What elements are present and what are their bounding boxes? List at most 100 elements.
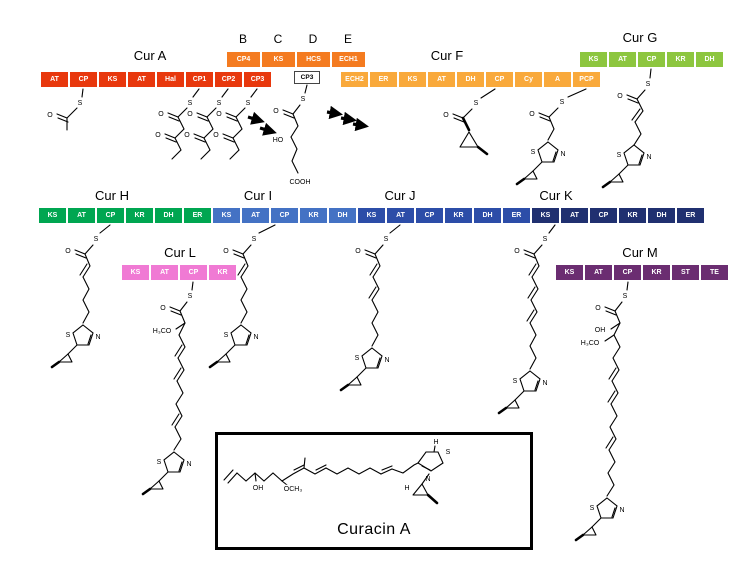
atom-label-h3co: H₃CO xyxy=(581,340,600,347)
domain-box: ECH2 xyxy=(340,71,369,88)
domain-box: ST xyxy=(671,264,700,281)
domain-box: CP1 xyxy=(185,71,214,88)
curacin-a-caption: Curacin A xyxy=(337,521,411,538)
domain-box: DH xyxy=(647,207,676,224)
atom-label-o: O xyxy=(184,132,190,139)
domain-box: DH xyxy=(328,207,357,224)
atom-label-o: O xyxy=(273,108,279,115)
domain-box: ECH1 xyxy=(331,51,366,68)
domain-box: HCS xyxy=(296,51,331,68)
structure-cur-m-intermediate: S O OH H₃CO xyxy=(574,281,629,542)
atom-label-o: O xyxy=(187,111,193,118)
atom-label-s: S xyxy=(384,236,389,243)
atom-label-s: S xyxy=(301,96,306,103)
module-label-cur-j: Cur J xyxy=(384,188,416,203)
module-label-cur-l: Cur L xyxy=(164,245,196,260)
atom-label-s: S xyxy=(78,100,83,107)
structure-cur-h-intermediate: S O xyxy=(50,224,111,369)
atom-label-s: S xyxy=(188,100,193,107)
atom-label-ho: HO xyxy=(273,137,284,144)
domain-box: CP xyxy=(637,51,666,68)
structure-ketide-cp1: S O O xyxy=(154,88,200,160)
structure-ketide-cp3: S O O xyxy=(212,88,258,160)
structure-cur-i-intermediate: S O xyxy=(208,224,276,369)
module-label-cur-i: Cur I xyxy=(243,188,273,203)
domain-box: KS xyxy=(98,71,127,88)
domain-box: ER xyxy=(369,71,398,88)
domain-box: CP3 xyxy=(243,71,272,88)
domain-box: KR xyxy=(618,207,647,224)
structure-hmg-intermediate: S O HO COOH xyxy=(272,84,312,187)
atom-label-o: O xyxy=(47,112,53,119)
domain-box: CP xyxy=(270,207,299,224)
domain-box: AT xyxy=(560,207,589,224)
module-cur-a: AT CP KS AT Hal CP1 CP2 CP3 xyxy=(40,71,272,88)
protein-letter-c: C xyxy=(273,32,283,46)
curacin-a-product-box xyxy=(215,432,533,550)
domain-box: AT xyxy=(241,207,270,224)
module-cur-m: KS AT CP KR ST TE xyxy=(555,264,729,281)
domain-box: DH xyxy=(456,71,485,88)
domain-box: CP xyxy=(415,207,444,224)
domain-box: CP xyxy=(485,71,514,88)
structure-cur-j-intermediate: S O xyxy=(339,224,401,392)
domain-box: AT xyxy=(150,264,179,281)
domain-box: AT xyxy=(386,207,415,224)
atom-label-s: S xyxy=(252,236,257,243)
atom-label-s: S xyxy=(246,100,251,107)
structure-cur-g-intermediate: S O xyxy=(601,68,653,189)
domain-box: DH xyxy=(154,207,183,224)
module-label-cur-g: Cur G xyxy=(622,30,658,45)
domain-box: KS xyxy=(531,207,560,224)
atom-label-o: O xyxy=(355,248,361,255)
protein-letter-b: B xyxy=(238,32,248,46)
atom-label-o: O xyxy=(155,132,161,139)
protein-letter-e: E xyxy=(343,32,353,46)
module-bcde: CP4 KS HCS ECH1 xyxy=(226,51,366,68)
module-label-cur-m: Cur M xyxy=(622,245,658,260)
domain-box: CP2 xyxy=(214,71,243,88)
structure-cur-k-intermediate: S O xyxy=(497,224,556,415)
atom-label-s: S xyxy=(560,99,565,106)
module-row-h-i-j-k: KS AT CP KR DH ER KS AT CP KR DH KS AT C… xyxy=(38,207,705,224)
domain-box: CP xyxy=(69,71,98,88)
module-cur-g: KS AT CP KR DH xyxy=(579,51,724,68)
domain-box: ER xyxy=(183,207,212,224)
atom-label-o: O xyxy=(514,248,520,255)
domain-box: AT xyxy=(608,51,637,68)
domain-box: PCP xyxy=(572,71,601,88)
structure-acetyl: S O xyxy=(46,88,84,131)
atom-label-s: S xyxy=(646,81,651,88)
protein-letter-d: D xyxy=(308,32,318,46)
structure-pcp-thiazoline: S O xyxy=(515,88,587,186)
atom-label-s: S xyxy=(623,293,628,300)
domain-box: KR xyxy=(642,264,671,281)
domain-box: KR xyxy=(125,207,154,224)
atom-label-oh: OH xyxy=(595,327,606,334)
atom-label-o: O xyxy=(223,248,229,255)
domain-box: KS xyxy=(121,264,150,281)
domain-box: AT xyxy=(427,71,456,88)
domain-box: KS xyxy=(579,51,608,68)
domain-box: KR xyxy=(444,207,473,224)
domain-box: ER xyxy=(502,207,531,224)
atom-label-o: O xyxy=(595,305,601,312)
module-label-cur-f: Cur F xyxy=(430,48,464,63)
structure-ketide-cp2: S O O xyxy=(183,88,229,160)
domain-box: KS xyxy=(555,264,584,281)
atom-label-s: S xyxy=(94,236,99,243)
domain-box: CP4 xyxy=(226,51,261,68)
atom-label-o: O xyxy=(216,111,222,118)
atom-label-o: O xyxy=(213,132,219,139)
domain-box: KS xyxy=(398,71,427,88)
domain-box: AT xyxy=(584,264,613,281)
atom-label-s: S xyxy=(217,100,222,107)
atom-label-o: O xyxy=(158,111,164,118)
domain-box: KS xyxy=(212,207,241,224)
module-label-cur-k: Cur K xyxy=(539,188,573,203)
domain-box: CP xyxy=(179,264,208,281)
domain-box: Cy xyxy=(514,71,543,88)
atom-label-cooh: COOH xyxy=(290,179,311,186)
atom-label-o: O xyxy=(160,305,166,312)
